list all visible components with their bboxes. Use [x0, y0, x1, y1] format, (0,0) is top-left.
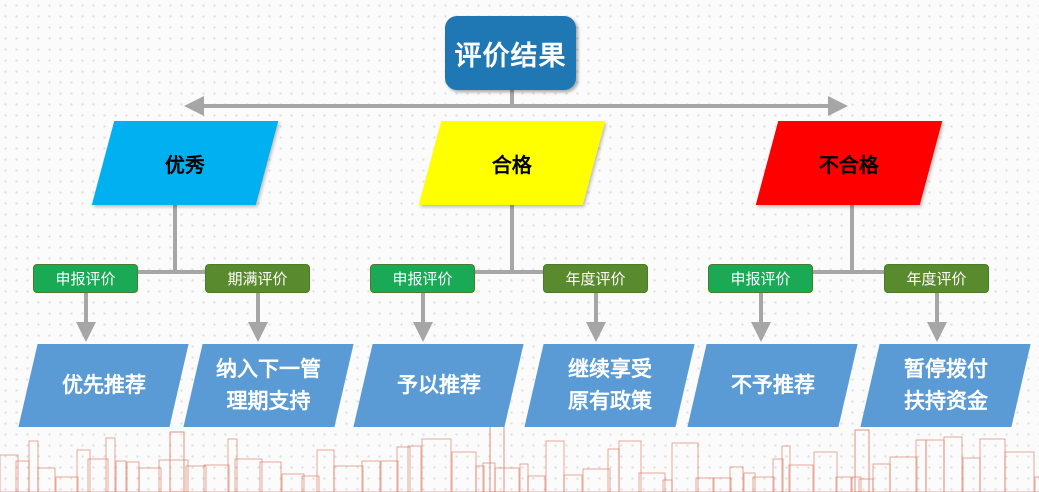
result-label: 暂停拨付 扶持资金	[903, 357, 988, 413]
evaluation-tag: 年度评价	[543, 264, 648, 293]
skyline-building	[943, 436, 963, 492]
category-node: 合格	[418, 121, 606, 205]
result-node: 继续享受 原有政策	[524, 344, 695, 427]
skyline-building	[494, 467, 520, 492]
skyline-building	[105, 437, 116, 492]
skyline-building	[743, 472, 756, 492]
result-node: 纳入下一管 理期支持	[183, 344, 354, 427]
skyline-building	[396, 446, 411, 492]
skyline-building	[925, 439, 945, 492]
result-label: 纳入下一管 理期支持	[216, 357, 321, 413]
skyline-building	[28, 440, 39, 492]
connector-lines	[76, 90, 947, 342]
skyline-building	[671, 442, 699, 492]
result-label: 予以推荐	[396, 372, 481, 397]
skyline-building	[185, 465, 207, 492]
skyline-building	[851, 476, 862, 492]
skyline-building	[772, 458, 784, 492]
skyline-building	[0, 454, 19, 492]
skyline-building	[451, 451, 477, 492]
evaluation-tag: 期满评价	[205, 264, 310, 293]
skyline-building	[55, 476, 79, 492]
skyline-building	[962, 457, 981, 492]
skyline-building	[115, 460, 127, 492]
skyline-building	[752, 476, 775, 492]
skyline-building	[37, 467, 56, 492]
category-node: 不合格	[755, 121, 943, 205]
skyline-building	[234, 458, 263, 492]
result-node: 予以推荐	[353, 344, 524, 427]
skyline-building	[582, 468, 611, 492]
skyline-building	[835, 476, 852, 492]
evaluation-tag: 申报评价	[370, 264, 475, 293]
skyline-building	[788, 464, 814, 492]
skyline-building	[407, 445, 422, 492]
skyline-building	[76, 449, 91, 492]
skyline-building	[527, 475, 546, 492]
result-node: 优先推荐	[18, 344, 189, 427]
result-label: 继续享受 原有政策	[567, 357, 652, 413]
category-label: 不合格	[819, 152, 879, 177]
skyline-building	[475, 465, 485, 492]
evaluation-tag: 年度评价	[884, 264, 989, 293]
skyline-building	[618, 440, 642, 492]
root-node: 评价结果	[445, 16, 576, 90]
city-skyline-decoration	[0, 421, 1039, 492]
skyline-building	[1004, 451, 1035, 492]
skyline-building	[380, 460, 399, 492]
result-label: 不予推荐	[730, 372, 815, 397]
skyline-building	[138, 467, 162, 492]
skyline-building	[316, 449, 335, 492]
skyline-tower	[854, 429, 870, 492]
skyline-building	[1034, 476, 1039, 492]
skyline-tower	[169, 431, 185, 492]
root-label: 评价结果	[454, 40, 567, 72]
evaluation-tag: 申报评价	[33, 264, 138, 293]
skyline-building	[126, 461, 140, 492]
category-label: 合格	[492, 152, 532, 177]
skyline-building	[638, 472, 666, 492]
skyline-building	[281, 473, 305, 492]
skyline-building	[203, 464, 230, 492]
skyline-building	[519, 463, 529, 492]
skyline-building	[872, 463, 891, 492]
skyline-building	[813, 451, 838, 492]
skyline-building	[421, 438, 452, 492]
skyline-building	[563, 474, 583, 492]
skyline-building	[712, 477, 732, 492]
skyline-building	[915, 439, 927, 492]
skyline-building	[979, 438, 1006, 492]
skyline-building	[889, 456, 918, 492]
skyline-building	[695, 477, 715, 492]
skyline-building	[227, 438, 238, 492]
skyline-building	[781, 445, 791, 492]
skyline-building	[301, 475, 320, 492]
skyline-building	[662, 479, 673, 492]
skyline-building	[482, 462, 496, 492]
skyline-building	[259, 461, 282, 492]
result-node: 不予推荐	[687, 344, 858, 427]
skyline-building	[545, 440, 565, 492]
skyline-building	[87, 458, 109, 492]
skyline-building	[333, 465, 364, 492]
skyline-building	[729, 466, 744, 492]
skyline-building	[158, 459, 189, 492]
skyline-building	[361, 460, 381, 492]
category-node: 优秀	[91, 121, 279, 205]
evaluation-tag: 申报评价	[708, 264, 813, 293]
result-label: 优先推荐	[61, 372, 146, 397]
skyline-tower	[489, 421, 505, 492]
category-label: 优秀	[165, 152, 205, 177]
result-node: 暂停拨付 扶持资金	[860, 344, 1031, 427]
